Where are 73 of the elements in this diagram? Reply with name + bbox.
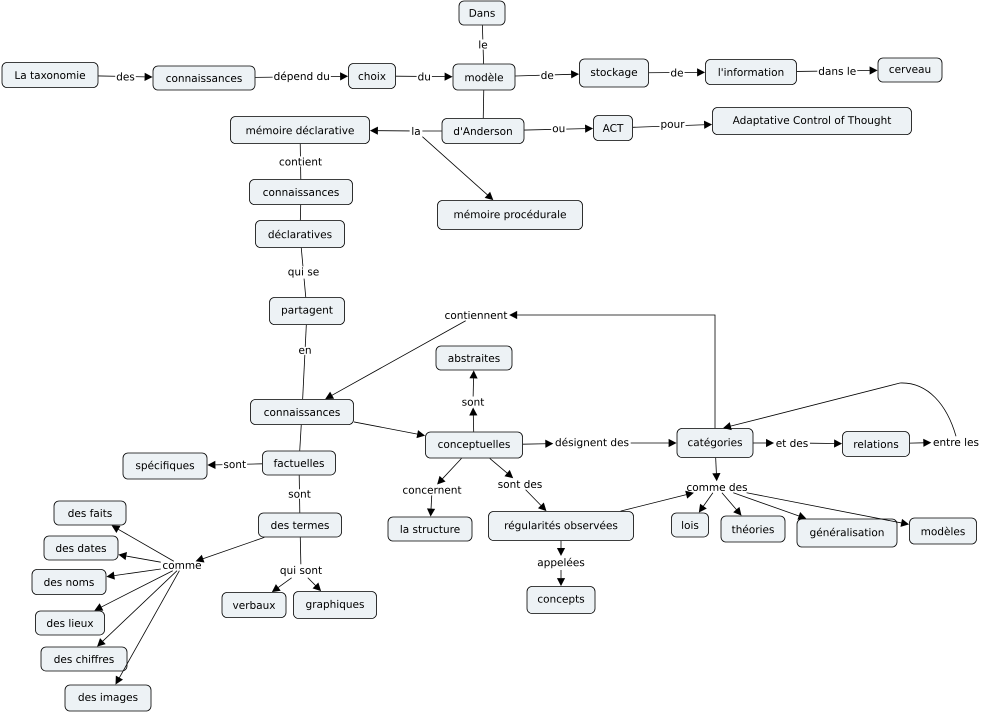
connector-line <box>300 204 302 220</box>
concept-box: factuelles <box>262 450 336 476</box>
concept-box: généralisation <box>796 518 898 548</box>
concept-box: théories <box>720 516 786 542</box>
concept-box: connaissances <box>249 179 353 205</box>
linking-phrase: concernent <box>403 486 462 494</box>
concept-box: des images <box>64 684 152 712</box>
concept-box: des dates <box>44 536 118 560</box>
edge-label: qui se <box>286 266 320 279</box>
linking-phrase: sont des <box>498 480 542 488</box>
linking-phrase: qui sont <box>280 566 322 576</box>
edge-label: du <box>416 71 432 82</box>
concept-box: spécifiques <box>122 452 208 480</box>
concept-box: mémoire procédurale <box>437 200 583 230</box>
connector-line <box>422 130 442 132</box>
concept-box: conceptuelles <box>425 432 523 458</box>
concept-box: partagent <box>269 297 345 325</box>
concept-box: l'information <box>705 59 797 85</box>
linking-phrase: comme des <box>687 482 747 492</box>
concept-box: Dans <box>458 0 506 26</box>
edge-label: en <box>297 346 313 355</box>
edge-label: dans le <box>817 66 858 76</box>
linking-phrase: comme <box>163 562 201 569</box>
concept-box: lois <box>671 512 709 538</box>
concept-box: des lieux <box>35 610 105 636</box>
concept-box: graphiques <box>293 591 377 619</box>
concept-box: cerveau <box>878 58 942 82</box>
concept-box: concepts <box>526 586 596 614</box>
concept-box: des noms <box>32 569 106 595</box>
connector-line <box>482 90 484 118</box>
linking-phrase: contiennent <box>445 310 508 320</box>
concept-box: des chiffres <box>40 646 128 672</box>
concept-box: stockage <box>579 58 649 88</box>
concept-box: La taxonomie <box>2 62 98 88</box>
edge-label: sont <box>222 460 248 470</box>
edge-label: sont <box>287 489 312 499</box>
linking-phrase: sont <box>462 398 484 406</box>
concept-box: déclaratives <box>255 220 345 248</box>
concept-box: connaissances <box>152 66 256 90</box>
concept-box: modèles <box>909 518 977 544</box>
concept-box: connaissances <box>250 399 354 425</box>
concept-box: choix <box>348 63 396 89</box>
concept-box: relations <box>842 431 910 457</box>
arrow <box>112 525 174 562</box>
edge-label: contient <box>278 156 324 167</box>
connector-line <box>299 424 302 451</box>
concept-box: d'Anderson <box>442 118 524 144</box>
concept-box: verbaux <box>222 592 286 618</box>
linking-phrase: la <box>412 126 420 136</box>
edge-label: pour <box>659 120 686 131</box>
concept-box: des faits <box>54 500 126 526</box>
concept-box: abstraites <box>436 346 512 370</box>
edge-label: des <box>115 71 136 82</box>
concept-box: mémoire déclarative <box>230 116 370 144</box>
connector-line <box>302 324 307 400</box>
concept-box: des termes <box>258 512 342 538</box>
edge-label: dépend du <box>272 70 331 84</box>
linking-phrase: et des <box>776 438 808 448</box>
edge-label: le <box>477 39 489 50</box>
linking-phrase: désignent des <box>556 438 628 448</box>
linking-phrase: entre les <box>934 438 978 446</box>
concept-box: catégories <box>676 428 754 458</box>
concept-box: modèle <box>452 64 516 90</box>
connector-line <box>300 537 302 565</box>
concept-box: Adaptative Control of Thought <box>712 107 912 135</box>
edge-label: de <box>540 70 555 80</box>
linking-phrase: appelées <box>538 558 584 568</box>
concept-box: régularités observées <box>488 511 634 541</box>
edge-label: ou <box>551 125 566 134</box>
concept-box: la structure <box>388 516 472 542</box>
concept-box: ACT <box>593 115 633 141</box>
arrow <box>723 382 956 437</box>
edge-label: de <box>669 67 685 78</box>
